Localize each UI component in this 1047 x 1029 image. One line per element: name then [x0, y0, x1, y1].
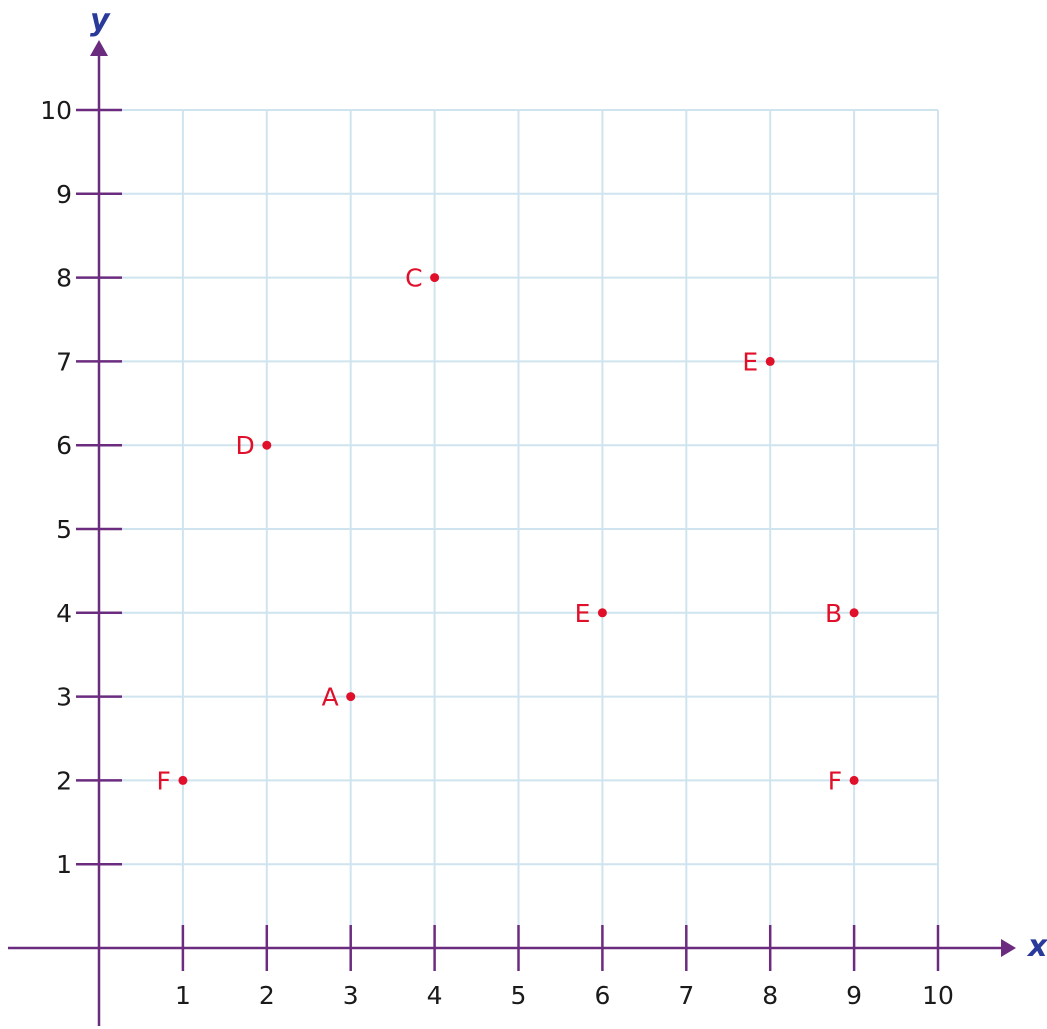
x-tick-label: 6 — [594, 981, 610, 1010]
data-point — [849, 608, 859, 618]
y-tick-label: 7 — [56, 347, 72, 376]
data-point — [262, 440, 272, 450]
x-axis-arrow — [1001, 939, 1016, 957]
y-tick-label: 10 — [40, 96, 72, 125]
x-tick-label: 7 — [678, 981, 694, 1010]
tick-labels: 1 2 3 4 5 6 7 8 9 10 1 2 3 4 5 6 7 8 9 10 — [40, 96, 954, 1010]
y-tick-label: 9 — [56, 180, 72, 209]
y-tick-label: 4 — [56, 599, 72, 628]
x-tick-label: 4 — [427, 981, 443, 1010]
y-axis-title: y — [90, 3, 111, 38]
data-point — [178, 775, 188, 785]
x-tick-label: 8 — [762, 981, 778, 1010]
x-tick-label: 10 — [922, 981, 954, 1010]
y-tick-label: 1 — [56, 850, 72, 879]
data-point — [765, 356, 775, 366]
x-tick-label: 3 — [343, 981, 359, 1010]
x-tick-label: 9 — [846, 981, 862, 1010]
y-tick-label: 5 — [56, 515, 72, 544]
data-point — [849, 775, 859, 785]
y-tick-label: 8 — [56, 264, 72, 293]
grid-lines — [99, 109, 939, 948]
data-points: A B C D E E F F — [157, 264, 859, 795]
axis-ticks — [76, 108, 940, 971]
data-point — [430, 273, 440, 283]
y-axis-arrow — [90, 40, 108, 56]
point-label: E — [742, 347, 758, 376]
y-tick-label: 2 — [56, 766, 72, 795]
y-tick-label: 6 — [56, 431, 72, 460]
point-label: F — [828, 766, 842, 795]
point-label: A — [322, 683, 339, 712]
x-axis-title: x — [1026, 929, 1047, 964]
data-point — [597, 608, 607, 618]
data-point — [346, 692, 356, 702]
point-label: C — [405, 264, 422, 293]
point-label: E — [575, 599, 591, 628]
x-tick-label: 5 — [511, 981, 527, 1010]
y-tick-label: 3 — [56, 683, 72, 712]
point-label: B — [825, 599, 842, 628]
x-tick-label: 2 — [259, 981, 275, 1010]
point-label: F — [157, 766, 171, 795]
x-tick-label: 1 — [175, 981, 191, 1010]
point-label: D — [236, 431, 255, 460]
axes — [8, 40, 1016, 1026]
